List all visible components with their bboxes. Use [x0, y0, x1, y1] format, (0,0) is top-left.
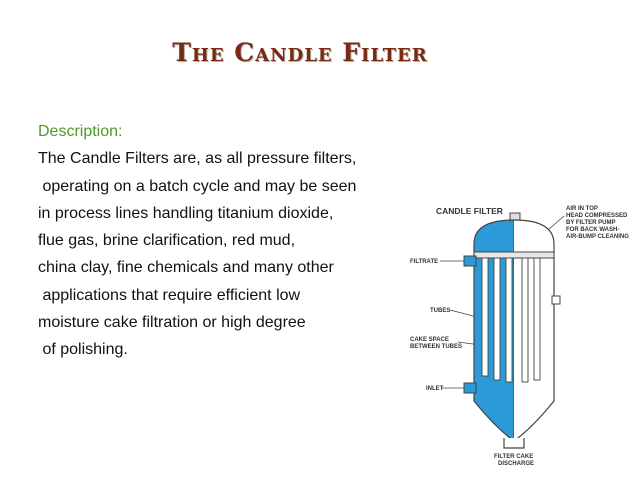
- label-air-4: FOR BACK WASH-: [566, 227, 619, 233]
- inlet-nozzle: [463, 382, 477, 394]
- tube-sheet: [473, 251, 555, 259]
- label-air-3: BY FILTER PUMP: [566, 220, 615, 226]
- label-filter-cake: FILTER CAKE: [494, 454, 533, 460]
- candle-filter-diagram: CANDLE FILTER FILTRATE TUBES CAKE SPACE …: [406, 196, 638, 479]
- label-air-2: HEAD COMPRESSED: [566, 213, 628, 219]
- label-filtrate: FILTRATE: [410, 259, 438, 265]
- discharge-outlet: [503, 438, 525, 449]
- body-line: in process lines handling titanium dioxi…: [38, 204, 334, 222]
- body-line: china clay, fine chemicals and many othe…: [38, 259, 334, 277]
- candle-filter-svg: CANDLE FILTER FILTRATE TUBES CAKE SPACE …: [410, 206, 629, 467]
- body-line: applications that require efficient low: [38, 286, 301, 304]
- label-discharge: DISCHARGE: [498, 461, 534, 467]
- candle-tubes: [481, 257, 541, 383]
- body-line: moisture cake filtration or high degree: [38, 314, 306, 332]
- label-tubes: TUBES: [430, 308, 450, 314]
- label-inlet: INLET: [426, 386, 444, 392]
- body-line: operating on a batch cycle and may be se…: [38, 177, 357, 195]
- side-nozzle: [551, 295, 561, 305]
- description-label: Description:: [38, 123, 123, 140]
- label-air-5: AIR-BUMP CLEANING: [566, 234, 629, 240]
- diagram-title: CANDLE FILTER: [436, 206, 503, 216]
- label-between-tubes: BETWEEN TUBES: [410, 344, 462, 350]
- slide-title: The Candle Filter: [172, 38, 428, 67]
- body-line: of polishing.: [38, 341, 128, 359]
- filtrate-nozzle: [463, 255, 477, 267]
- label-cake-space: CAKE SPACE: [410, 337, 449, 343]
- body-line: flue gas, brine clarification, red mud,: [38, 232, 296, 250]
- body-line: The Candle Filters are, as all pressure …: [38, 150, 357, 168]
- description-block: Description: The Candle Filters are, as …: [38, 118, 438, 364]
- label-air-1: AIR IN TOP: [566, 206, 598, 212]
